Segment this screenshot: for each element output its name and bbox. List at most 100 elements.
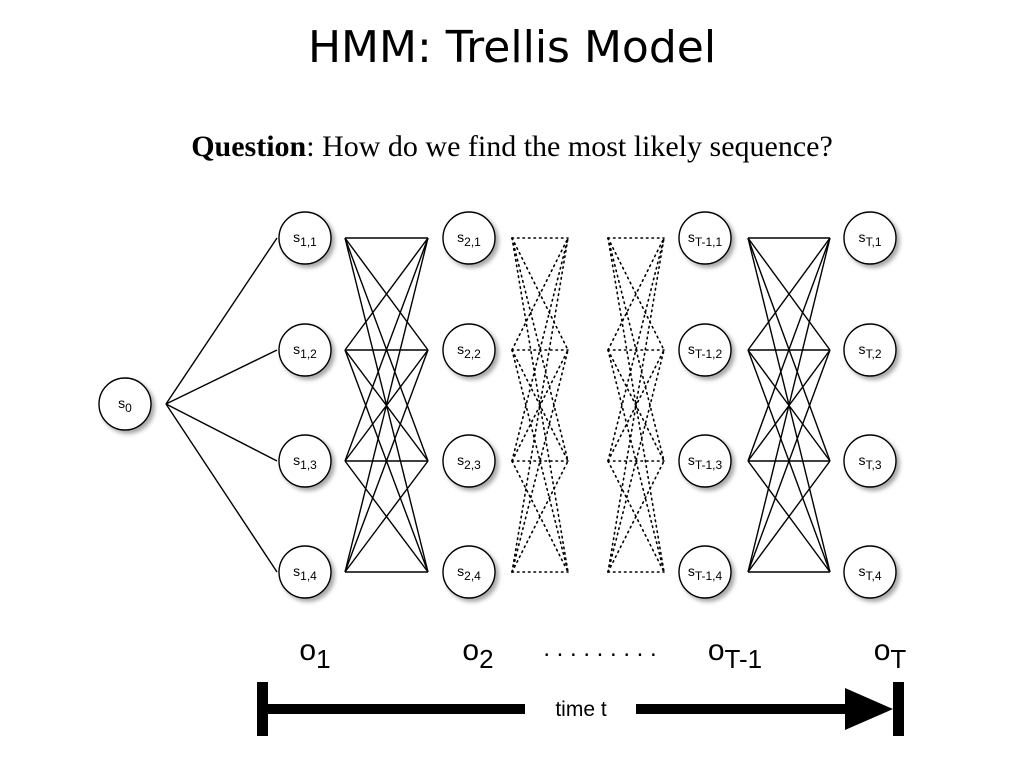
state-node-c2-3: s2,3 xyxy=(442,434,496,488)
node-label-sub: T-1,1 xyxy=(695,235,723,249)
node-label-sub: 1,2 xyxy=(300,347,317,361)
node-label-sub: 2,2 xyxy=(464,347,481,361)
edge-c3-c4-4-2 xyxy=(747,349,831,573)
svg-text:sT,1: sT,1 xyxy=(858,229,881,249)
edge-start-to-s1-4 xyxy=(165,403,278,573)
node-label-base: s xyxy=(293,452,300,468)
node-label-base: s xyxy=(858,563,865,579)
arrowhead-icon xyxy=(845,688,893,730)
node-label-base: s xyxy=(118,395,125,411)
edge-c1-c2-4-2 xyxy=(344,349,429,573)
state-node-c4-4: sT,4 xyxy=(843,545,897,599)
node-label-base: s xyxy=(858,452,865,468)
node-label-sub: 1,1 xyxy=(300,235,317,249)
slide-title: HMM: Trellis Model xyxy=(307,22,717,73)
state-nodes: s0s1,1s1,2s1,3s1,4s2,1s2,2s2,3s2,4sT-1,1… xyxy=(98,211,897,599)
state-node-c1-4: s1,4 xyxy=(278,545,332,599)
node-label-base: s xyxy=(688,341,695,357)
edge-c2-out-2-1 xyxy=(511,237,569,351)
edge-c1-c2-4-3 xyxy=(344,460,429,573)
question-text: : How do we find the most likely sequenc… xyxy=(306,130,833,163)
node-label-sub: T-1,3 xyxy=(695,458,723,472)
question-label: Question xyxy=(191,130,307,163)
node-label-base: s xyxy=(688,563,695,579)
state-node-c1-1: s1,1 xyxy=(278,211,332,265)
state-node-c4-1: sT,1 xyxy=(843,211,897,265)
node-label-sub: T-1,2 xyxy=(695,347,723,361)
node-label-base: s xyxy=(858,229,865,245)
edge-c1-c2-2-1 xyxy=(344,237,429,351)
state-node-c4-3: sT,3 xyxy=(843,434,897,488)
svg-text:s1,3: s1,3 xyxy=(293,452,317,472)
state-node-c2-4: s2,4 xyxy=(442,545,496,599)
edge-c1-c2-4-1 xyxy=(344,237,429,573)
node-label-sub: 0 xyxy=(125,401,132,415)
observation-4: oT xyxy=(874,634,907,674)
svg-text:sT,2: sT,2 xyxy=(858,341,881,361)
edge-c3-c4-3-1 xyxy=(747,237,831,462)
edge-start-to-s1-1 xyxy=(165,237,278,405)
edge-c3-in-4-2 xyxy=(607,349,665,573)
edge-c3-in-4-3 xyxy=(607,460,665,573)
node-label-sub: 1,4 xyxy=(300,569,317,583)
time-label: time t xyxy=(555,698,607,721)
node-label-sub: 2,4 xyxy=(464,569,481,583)
edge-c2-out-2-4 xyxy=(511,349,569,573)
node-label-base: s xyxy=(688,452,695,468)
svg-text:s2,4: s2,4 xyxy=(457,563,481,583)
edge-c3-in-2-4 xyxy=(607,349,665,573)
edge-c2-out-4-3 xyxy=(511,460,569,573)
svg-text:sT-1,1: sT-1,1 xyxy=(688,229,723,249)
svg-text:s2,2: s2,2 xyxy=(457,341,481,361)
node-label-sub: 2,1 xyxy=(464,235,481,249)
svg-text:s1,1: s1,1 xyxy=(293,229,317,249)
edge-c2-out-4-2 xyxy=(511,349,569,573)
node-label-base: s xyxy=(688,229,695,245)
edge-c3-c4-4-3 xyxy=(747,460,831,573)
node-label-base: s xyxy=(457,341,464,357)
edge-c1-c2-3-1 xyxy=(344,237,429,462)
svg-text:s1,4: s1,4 xyxy=(293,563,317,583)
edge-c3-in-1-4 xyxy=(607,237,665,573)
state-node-c2-1: s2,1 xyxy=(442,211,496,265)
state-node-c2-2: s2,2 xyxy=(442,323,496,377)
svg-text:sT-1,2: sT-1,2 xyxy=(688,341,723,361)
observation-2: o2 xyxy=(462,634,493,674)
node-label-sub: 1,3 xyxy=(300,458,317,472)
node-label-base: s xyxy=(858,341,865,357)
state-node-c3-2: sT-1,2 xyxy=(678,323,732,377)
timeline-start-bar xyxy=(257,682,268,736)
node-label-base: s xyxy=(457,563,464,579)
svg-text:s0: s0 xyxy=(118,395,132,415)
elided-transition-edges xyxy=(511,237,665,573)
node-label-sub: 2,3 xyxy=(464,458,481,472)
observation-ellipsis: . . . . . . . . . xyxy=(543,635,656,662)
node-label-sub: T-1,4 xyxy=(695,569,723,583)
edge-c3-in-2-1 xyxy=(607,237,665,351)
node-label-sub: T,2 xyxy=(865,347,881,361)
edge-start-to-s1-2 xyxy=(165,349,278,405)
time-axis: time t xyxy=(257,682,904,736)
edge-c2-out-3-2 xyxy=(511,349,569,462)
edge-c3-c4-4-1 xyxy=(747,237,831,573)
edge-c3-in-4-1 xyxy=(607,237,665,573)
transition-edges xyxy=(165,237,831,573)
node-label-base: s xyxy=(293,229,300,245)
state-node-c1-2: s1,2 xyxy=(278,323,332,377)
state-node-c1-3: s1,3 xyxy=(278,434,332,488)
edge-c3-c4-2-1 xyxy=(747,237,831,351)
question-line: Question: How do we find the most likely… xyxy=(0,130,1024,164)
svg-text:sT-1,4: sT-1,4 xyxy=(688,563,723,583)
observation-1: o1 xyxy=(299,634,330,674)
node-label-base: s xyxy=(293,563,300,579)
edge-c3-in-3-2 xyxy=(607,349,665,462)
edge-c2-out-4-1 xyxy=(511,237,569,573)
state-node-c3-1: sT-1,1 xyxy=(678,211,732,265)
node-label-base: s xyxy=(457,229,464,245)
edge-c2-out-3-1 xyxy=(511,237,569,462)
svg-text:s2,1: s2,1 xyxy=(457,229,481,249)
node-label-sub: T,3 xyxy=(865,458,881,472)
svg-text:s2,3: s2,3 xyxy=(457,452,481,472)
